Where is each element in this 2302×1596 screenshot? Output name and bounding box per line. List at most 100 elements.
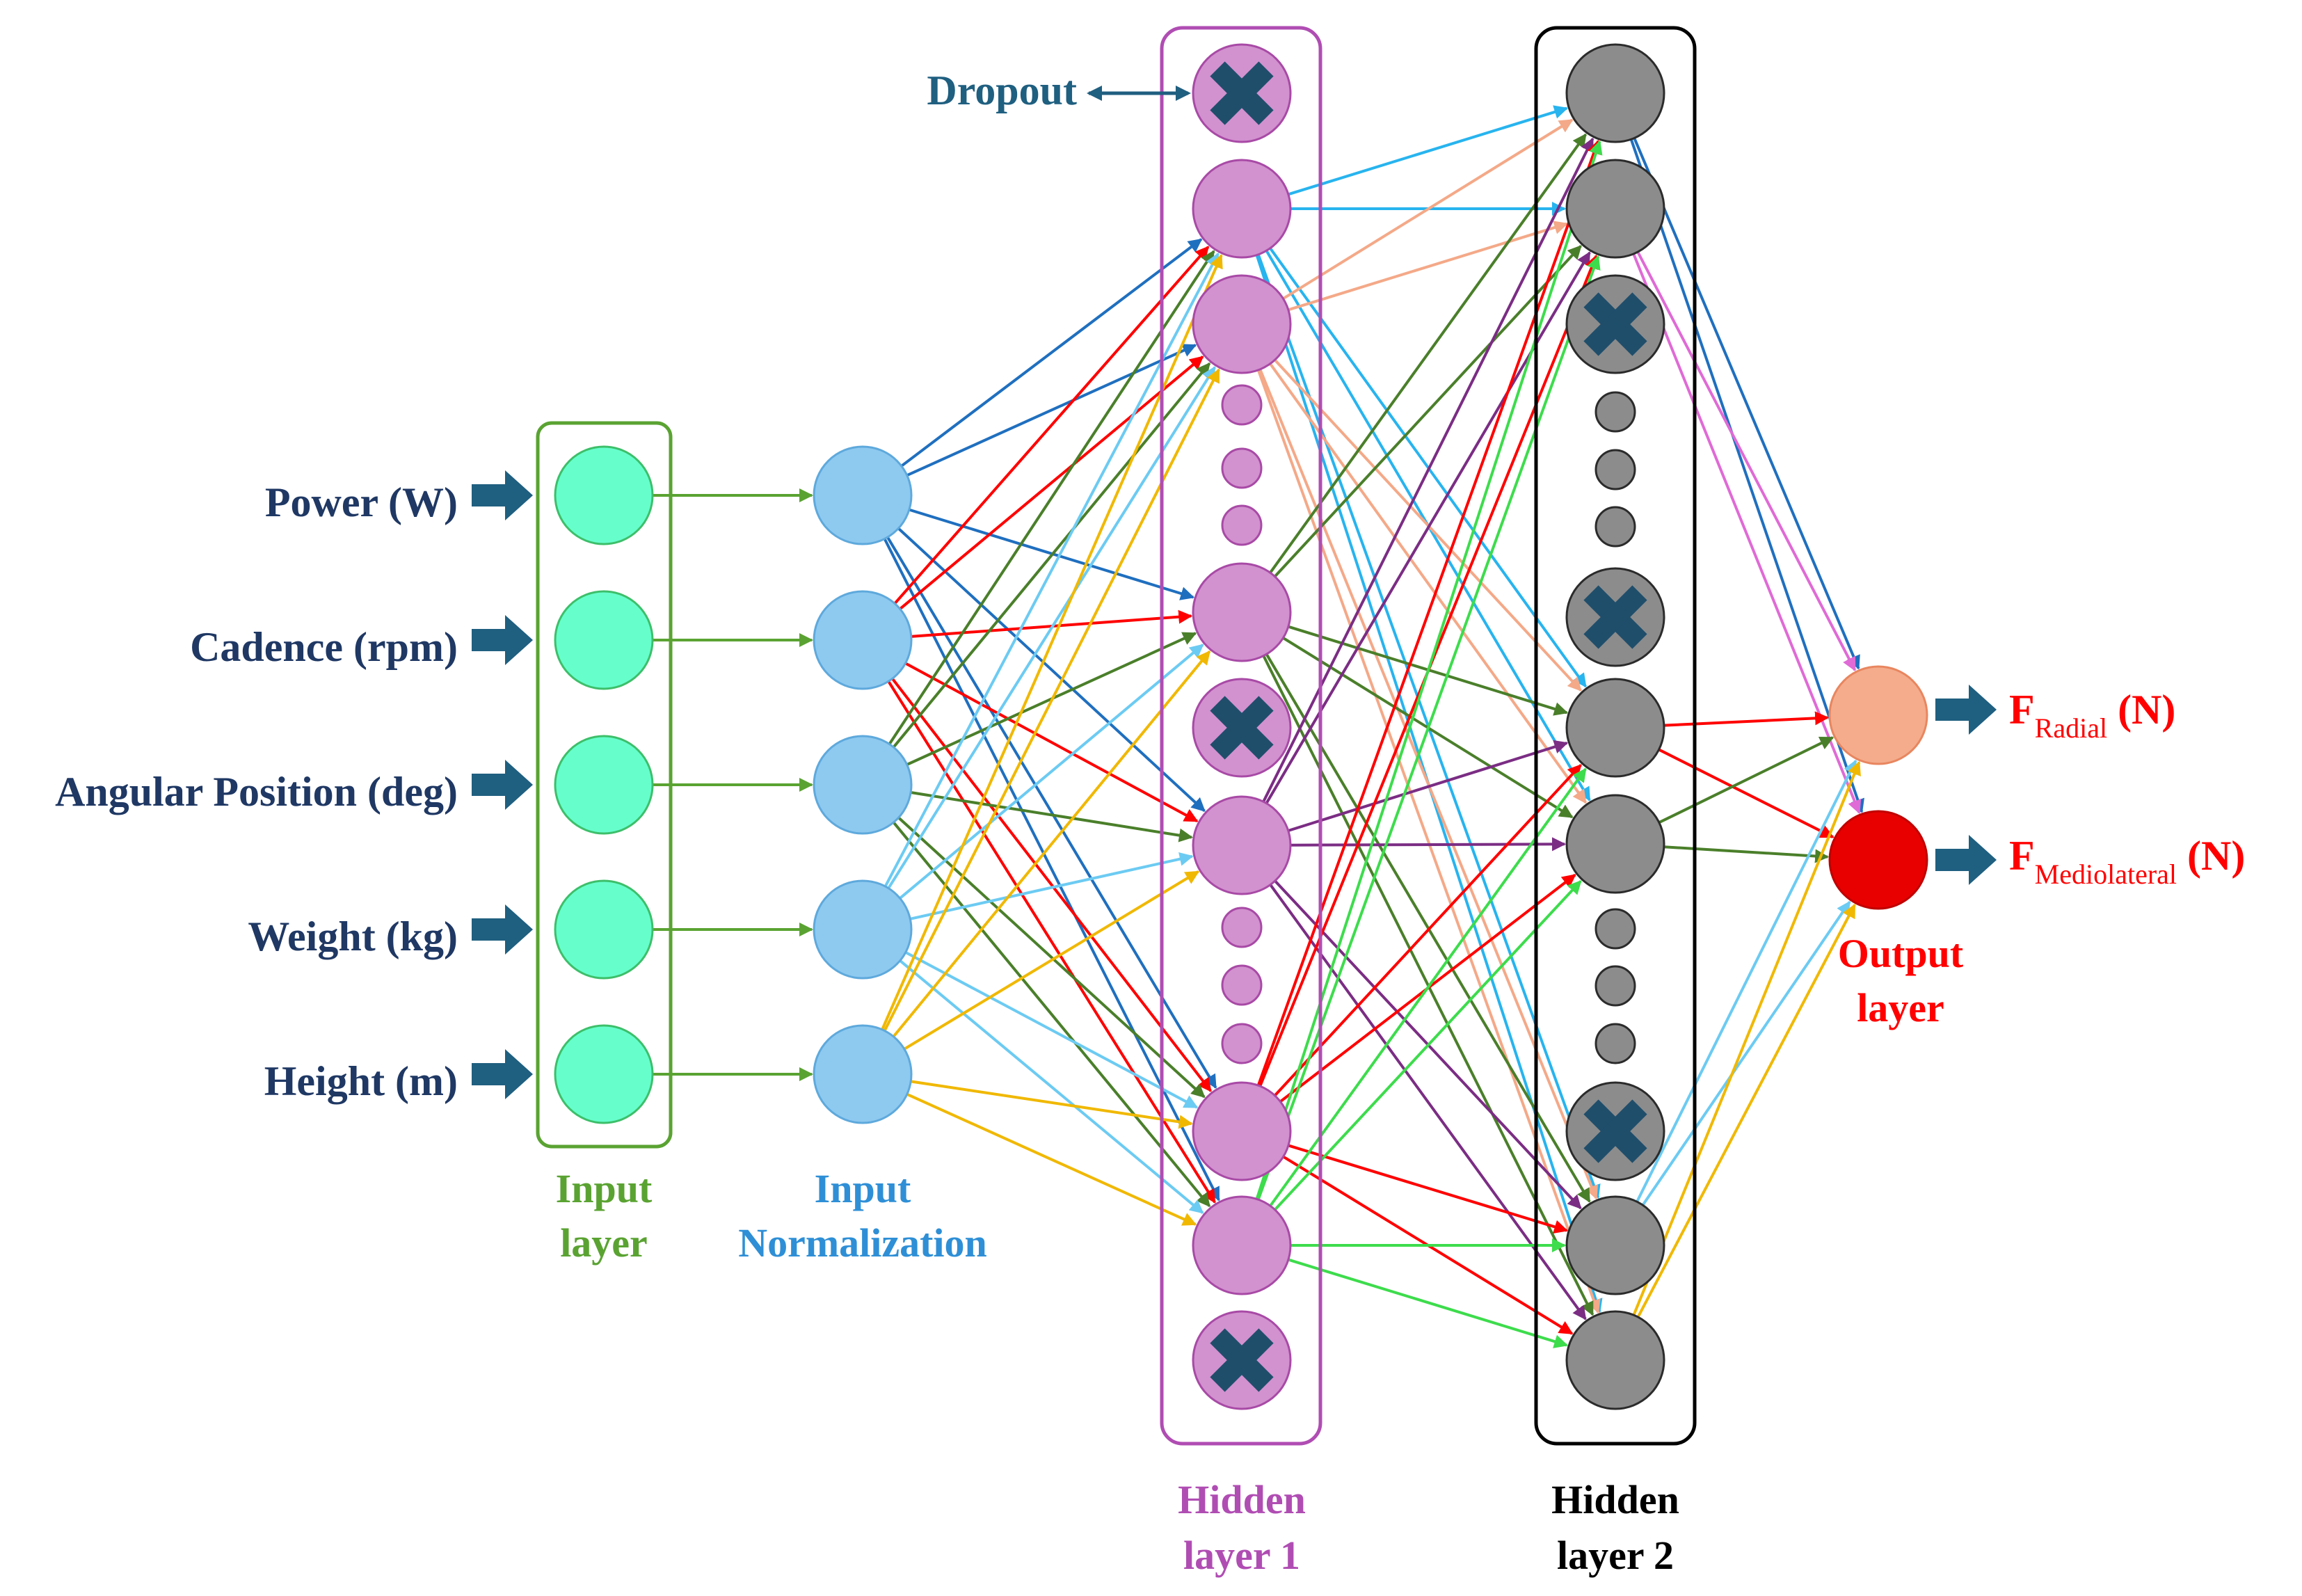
output-radial-unit: (N) [2107,687,2175,733]
hidden-1-ellipsis-dot [1221,504,1263,546]
dropout-x-icon [1210,1328,1274,1392]
input-label-weight: Weight (kg) [248,913,458,959]
input-node [554,1024,654,1124]
input-label-power: Power (W) [265,479,458,525]
output-arrow-icon [1935,835,1997,885]
hidden-layer-2-label-line1: Hidden [1551,1477,1679,1522]
connection [1663,711,1830,727]
connection [1256,369,1601,1314]
connection [1269,362,1588,804]
connection [903,870,1200,1051]
connection [900,238,1203,468]
connection [1269,133,1587,574]
connection [904,662,1199,823]
hidden-1-ellipsis-dot [1221,907,1263,948]
dropout-label: Dropout [927,67,1077,113]
connection [1269,767,1587,1207]
connection [893,246,1210,605]
connection [910,1080,1193,1129]
connection [909,508,1195,600]
connection [887,680,1216,1204]
dropout-x-icon [1583,1099,1647,1163]
connection [1274,359,1582,692]
hidden-layer-1-label-line1: Hidden [1178,1477,1306,1522]
connection [1663,845,1830,863]
nodes [554,43,1928,1410]
output-layer-label-line2: layer [1857,985,1944,1030]
hidden-1-node [1192,562,1292,662]
output-arrow-icon [1935,685,1997,735]
dropout-x-icon [1583,292,1647,356]
input-node [554,445,654,545]
output-node-mediolateral [1828,810,1928,910]
hidden-2-ellipsis-dot [1594,449,1636,490]
normalization-node [813,445,913,545]
hidden-1-ellipsis-dot [1221,1023,1263,1064]
input-arrow-icon [472,1049,533,1099]
hidden-1-ellipsis-dot [1221,447,1263,489]
connection [904,951,1199,1109]
connection [1633,137,1860,670]
connection [1658,736,1835,824]
hidden-1-node [1192,1081,1292,1181]
connection [1274,245,1582,577]
hidden-2-ellipsis-dot [1594,506,1636,548]
connection [1288,1144,1569,1234]
hidden-1-node [1192,1195,1292,1295]
input-label-cadence: Cadence (rpm) [190,624,458,670]
connection [906,1092,1197,1226]
hidden-2-node [1565,794,1665,894]
input-arrows [472,470,1997,1099]
connection [1274,764,1582,1096]
connection [899,356,1204,610]
hidden-2-ellipsis-dot [1594,908,1636,950]
normalization-node [813,879,913,980]
input-layer-label-line2: layer [560,1220,648,1266]
connection [899,644,1204,900]
input-layer-frame [536,421,673,1149]
input-layer-label-line1: Input [556,1166,653,1211]
hidden-1-ellipsis-dot [1221,964,1263,1006]
hidden-layer-1-label-line2: layer 1 [1183,1533,1300,1578]
connection [1629,138,1864,813]
connection [884,252,1220,887]
dropout-pointer [1087,86,1191,101]
input-node [554,879,654,980]
hidden-1-node [1192,795,1292,895]
connection [1274,879,1582,1211]
input-label-height: Height (m) [264,1058,458,1104]
connection [1636,251,1857,671]
connection [892,362,1211,749]
input-arrow-icon [472,904,533,955]
dropout-x-icon [1210,61,1274,125]
connection [1256,139,1601,1086]
hidden-2-ellipsis-dot [1594,1023,1636,1064]
connection [1632,253,1862,815]
hidden-2-node [1565,1310,1665,1410]
input-node [554,735,654,835]
connection [906,344,1197,477]
input-arrow-icon [472,760,533,810]
connection [1632,760,1861,1316]
connection [1255,140,1603,1200]
output-mediolateral-unit: (N) [2177,833,2245,879]
output-mediolateral-main: F [2009,833,2035,879]
output-label-radial: FRadial (N) [2009,687,2175,744]
input-normalization-label-line1: Input [815,1166,911,1211]
input-normalization-label-line2: Normalization [738,1220,987,1266]
connection [1258,369,1599,1200]
connection [1288,740,1569,832]
connection [1288,105,1569,196]
output-layer-label-line1: Output [1838,931,1964,976]
hidden-2-node [1565,159,1665,259]
hidden-2-ellipsis-dot [1594,965,1636,1007]
connection [910,791,1193,843]
connection [897,816,1206,1099]
connection [1636,903,1856,1318]
connection [1282,118,1574,300]
hidden-1-node [1192,274,1292,374]
output-node-radial [1828,665,1928,765]
normalization-node [813,1024,913,1124]
connection [899,959,1204,1214]
